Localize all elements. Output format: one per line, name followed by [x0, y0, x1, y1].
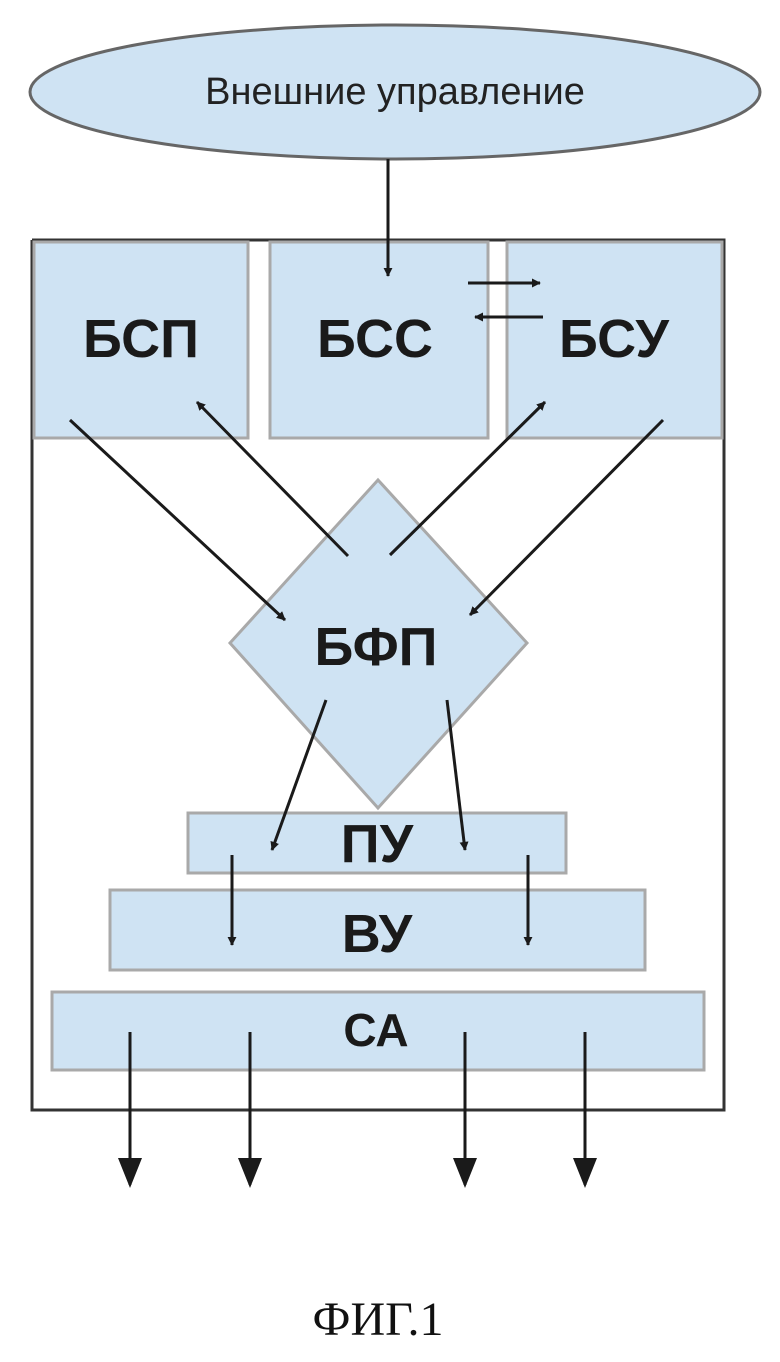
bsp-label: БСП [83, 309, 199, 369]
bsu-label: БСУ [559, 309, 670, 369]
external-control-node: Внешние управление [30, 25, 760, 159]
figure-caption: ФИГ.1 [313, 1293, 444, 1346]
bsp-block: БСП [34, 242, 248, 438]
bss-block: БСС [270, 242, 488, 438]
external-control-label: Внешние управление [205, 71, 585, 113]
sa-block: СА [52, 992, 704, 1070]
sa-label: СА [343, 1004, 408, 1056]
vu-block: ВУ [110, 890, 645, 970]
bss-label: БСС [317, 309, 433, 369]
pu-block: ПУ [188, 813, 566, 874]
vu-label: ВУ [342, 904, 414, 964]
arrow-bsp-to-bfp [70, 420, 285, 620]
bfp-block: БФП [230, 480, 527, 808]
pu-label: ПУ [341, 814, 415, 874]
bfp-label: БФП [314, 617, 437, 677]
